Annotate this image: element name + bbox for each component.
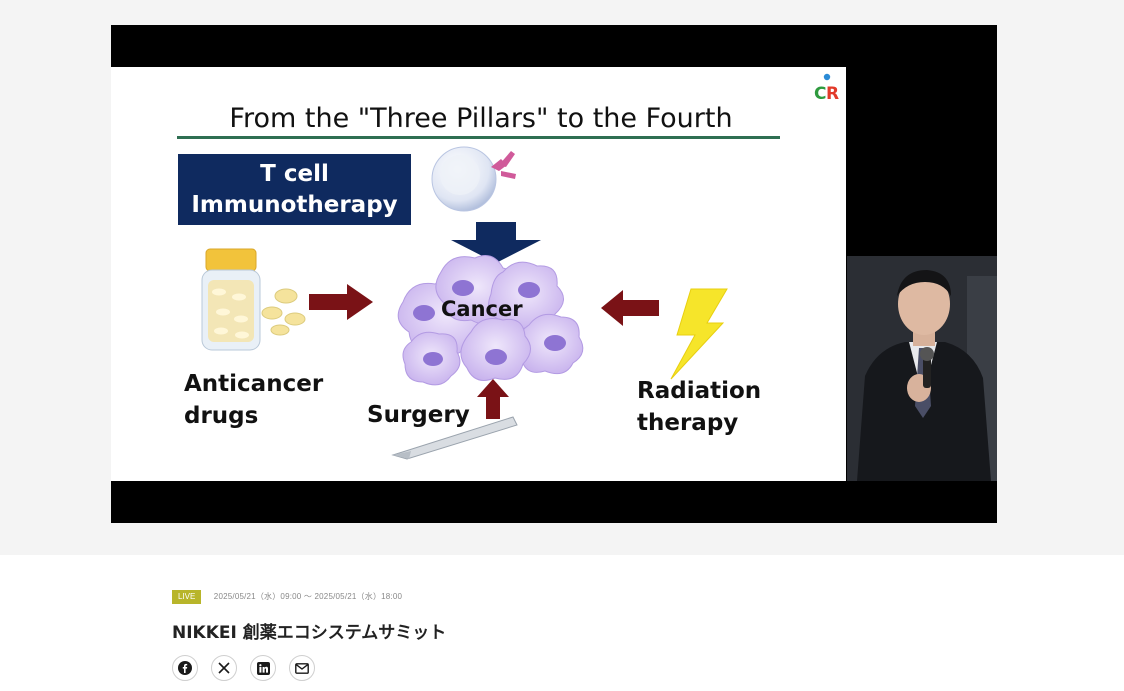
lightning-icon: [670, 288, 728, 380]
video-section: From the "Three Pillars" to the Fourth C…: [0, 0, 1124, 555]
presentation-slide: From the "Three Pillars" to the Fourth C…: [111, 67, 846, 481]
down-arrow-icon: [451, 222, 541, 263]
tcell-immunotherapy-box: T cell Immunotherapy: [178, 154, 411, 225]
cancer-label: Cancer: [441, 297, 523, 321]
pill-bottle-icon: [201, 248, 306, 351]
linkedin-icon: [256, 661, 270, 675]
t-cell-icon: [431, 146, 516, 212]
scalpel-icon: [391, 416, 518, 460]
anticancer-line2: drugs: [184, 403, 259, 429]
svg-text:C: C: [814, 84, 826, 104]
share-buttons: [172, 655, 315, 681]
speaker-video-feed: [847, 256, 997, 481]
radiation-line1: Radiation: [637, 378, 762, 404]
facebook-icon: [178, 661, 192, 675]
anticancer-drugs-label: Anticancer drugs: [184, 368, 323, 432]
share-linkedin-button[interactable]: [250, 655, 276, 681]
share-facebook-button[interactable]: [172, 655, 198, 681]
slide-title: From the "Three Pillars" to the Fourth: [229, 103, 733, 134]
radiation-line2: therapy: [637, 410, 739, 436]
radiation-arrow-icon: [601, 290, 659, 326]
svg-text:R: R: [826, 84, 839, 104]
surgery-label: Surgery: [367, 402, 470, 428]
event-date: 2025/05/21（水）09:00 ～ 2025/05/21（水）18:00: [213, 592, 403, 602]
share-mail-button[interactable]: [289, 655, 315, 681]
x-icon: [218, 662, 230, 674]
event-title: NIKKEI 創薬エコシステムサミット: [172, 623, 447, 643]
slide-graphics: [201, 146, 728, 460]
live-badge: LIVE: [172, 589, 202, 604]
title-underline: [177, 136, 780, 139]
event-meta: LIVE 2025/05/21（水）09:00 ～ 2025/05/21（水）1…: [172, 588, 402, 606]
cr-logo: C R: [811, 72, 843, 104]
surgery-arrow-icon: [477, 379, 509, 419]
radiation-therapy-label: Radiation therapy: [637, 375, 761, 439]
cancer-cells-icon: [397, 255, 584, 386]
drugs-arrow-icon: [309, 284, 373, 320]
tcell-line1: T cell: [260, 160, 329, 187]
mail-icon: [295, 662, 309, 674]
share-x-button[interactable]: [211, 655, 237, 681]
video-player[interactable]: From the "Three Pillars" to the Fourth C…: [111, 25, 997, 523]
tcell-line2: Immunotherapy: [191, 191, 398, 218]
anticancer-line1: Anticancer: [184, 371, 324, 397]
